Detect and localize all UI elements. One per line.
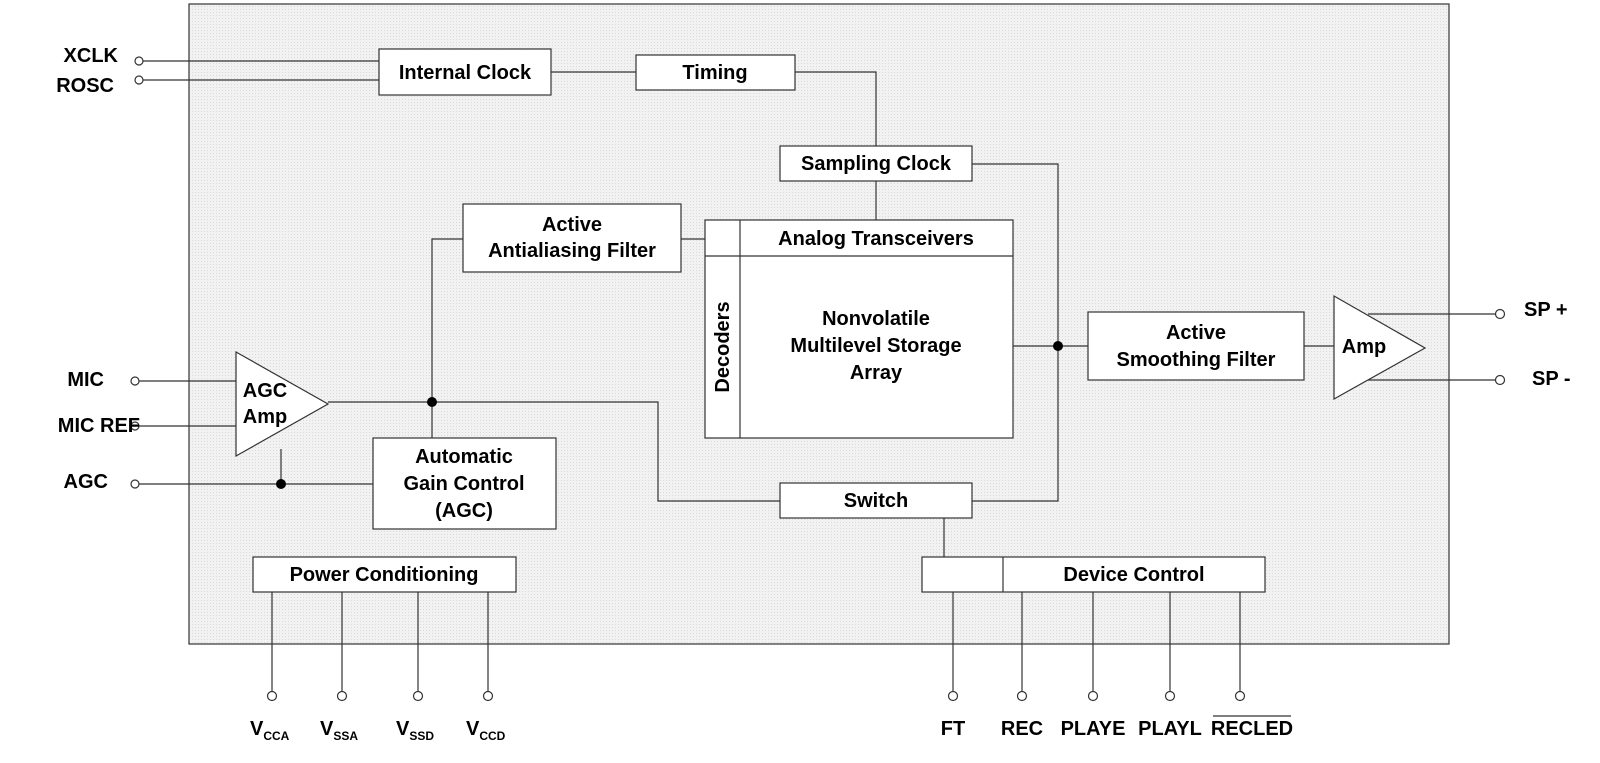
agc-line3: (AGC): [435, 500, 493, 522]
agc-amp-line2: Amp: [243, 406, 287, 428]
agc-block: Automatic Gain Control (AGC): [372, 437, 557, 530]
storage-line2: Multilevel Storage: [790, 335, 961, 357]
antialiasing-filter-block: Active Antialiasing Filter: [462, 203, 682, 273]
smoothing-line1: Active: [1166, 322, 1226, 344]
pin-ft: FT: [941, 718, 965, 740]
switch-block: Switch: [779, 482, 973, 519]
analog-transceivers-label: Analog Transceivers: [778, 228, 974, 250]
pin-rosc: ROSC: [56, 75, 114, 97]
power-conditioning-label: Power Conditioning: [290, 564, 479, 586]
internal-clock-label: Internal Clock: [399, 62, 532, 84]
output-amp-label: Amp: [1342, 336, 1386, 358]
junction-dot: [427, 397, 437, 407]
switch-label: Switch: [844, 490, 908, 512]
sampling-clock-block: Sampling Clock: [779, 145, 973, 182]
svg-text:VCCD: VCCD: [466, 718, 506, 743]
pin-vssd: VSSD: [396, 718, 434, 743]
wires: [139, 60, 1500, 696]
storage-line1: Nonvolatile: [822, 308, 930, 330]
timing-block: Timing: [635, 54, 796, 91]
pin-vcca: VCCA: [250, 718, 290, 743]
device-control-block: Device Control: [921, 556, 1266, 593]
vssd-v: V: [396, 718, 410, 740]
antialiasing-line2: Antialiasing Filter: [488, 240, 656, 262]
pin-sp-minus: SP -: [1532, 368, 1571, 390]
junction-dot: [1053, 341, 1063, 351]
device-control-label: Device Control: [1063, 564, 1204, 586]
agc-amp: AGC Amp: [235, 350, 330, 458]
pin-vccd: VCCD: [466, 718, 506, 743]
vssd-sub: SSD: [409, 729, 434, 743]
agc-amp-line1: AGC: [243, 380, 287, 402]
vccd-v: V: [466, 718, 480, 740]
smoothing-line2: Smoothing Filter: [1117, 349, 1276, 371]
agc-line1: Automatic: [415, 446, 513, 468]
svg-text:VSSA: VSSA: [320, 718, 358, 743]
storage-line3: Array: [850, 362, 903, 384]
decoders-label: Decoders: [712, 301, 734, 392]
vcca-v: V: [250, 718, 264, 740]
pin-rec: REC: [1001, 718, 1043, 740]
pin-agc: AGC: [64, 471, 108, 493]
storage-array-block: Analog Transceivers Decoders Nonvolatile…: [704, 219, 1014, 439]
pin-vssa: VSSA: [320, 718, 358, 743]
pin-playe: PLAYE: [1061, 718, 1126, 740]
vcca-sub: CCA: [263, 729, 289, 743]
vssa-v: V: [320, 718, 334, 740]
pin-xclk: XCLK: [64, 45, 119, 67]
smoothing-filter-block: Active Smoothing Filter: [1087, 311, 1305, 381]
vccd-sub: CCD: [479, 729, 505, 743]
pin-recled: RECLED: [1211, 718, 1293, 740]
internal-clock-block: Internal Clock: [378, 48, 552, 96]
antialiasing-line1: Active: [542, 214, 602, 236]
agc-line2: Gain Control: [403, 473, 524, 495]
pin-mic-ref: MIC REF: [58, 415, 140, 437]
junction-dot: [276, 479, 286, 489]
pin-sp-plus: SP +: [1524, 299, 1568, 321]
pin-playl: PLAYL: [1138, 718, 1202, 740]
pin-mic: MIC: [67, 369, 104, 391]
svg-text:VSSD: VSSD: [396, 718, 434, 743]
pin-markers: [130, 56, 1506, 702]
output-amp: Amp: [1333, 294, 1427, 401]
power-conditioning-block: Power Conditioning: [252, 556, 517, 593]
sampling-clock-label: Sampling Clock: [801, 153, 952, 175]
timing-label: Timing: [682, 62, 747, 84]
vssa-sub: SSA: [333, 729, 358, 743]
svg-text:VCCA: VCCA: [250, 718, 290, 743]
